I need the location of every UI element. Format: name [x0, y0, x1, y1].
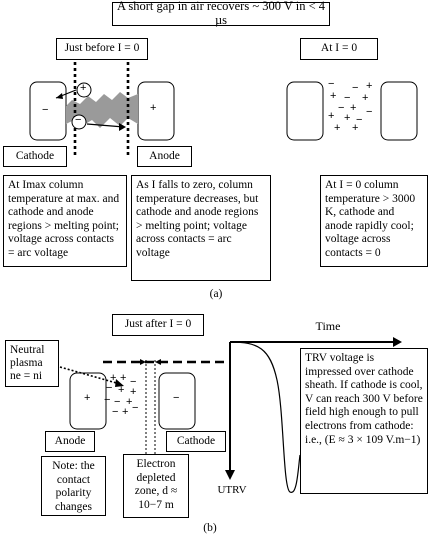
- depleted-zone-box: Electron depleted zone, d ≈ 10−7 m: [123, 454, 189, 518]
- left-contact-at-zero: [286, 81, 324, 141]
- minus-sign-cathode-a: −: [42, 104, 49, 116]
- desc-falling: As I falls to zero, column temperature d…: [131, 175, 271, 281]
- trv-note-box: TRV voltage is impressed over cathode sh…: [300, 348, 428, 494]
- utrv-label: UTRV: [217, 484, 247, 496]
- cathode-label-b: Cathode: [166, 431, 226, 452]
- caption-b: (b): [203, 522, 217, 534]
- right-contact-at-zero: [380, 81, 418, 141]
- cathode-contact-b: [158, 372, 196, 430]
- time-label: Time: [315, 319, 341, 333]
- caption-a: (a): [209, 288, 223, 300]
- label-at-zero: At I = 0: [300, 38, 378, 60]
- positive-ion: [76, 82, 92, 98]
- anode-contact-b: [69, 372, 107, 430]
- plus-sign-ion: +: [80, 82, 87, 94]
- anode-label-b: Anode: [45, 431, 95, 452]
- minus-sign-cathode-b: −: [173, 392, 180, 404]
- desc-imax: At Imax column temperature at max. and c…: [3, 175, 127, 267]
- trv-curve: [229, 341, 301, 493]
- cathode-label-a: Cathode: [3, 146, 67, 167]
- charge-cluster-plasma: + + − − + + − − + − + −: [104, 372, 139, 418]
- label-before-zero: Just before I = 0: [56, 38, 148, 60]
- anode-label-a: Anode: [137, 146, 192, 167]
- polarity-note-box: Note: the contact polarity changes: [41, 456, 106, 516]
- plus-sign-anode-b: +: [84, 392, 91, 404]
- charge-cluster-at-zero: − − + + − + − + − + + − + +: [328, 78, 373, 134]
- electron: [71, 114, 87, 130]
- title-box: A short gap in air recovers ~ 300 V in <…: [112, 0, 330, 27]
- minus-sign-electron: −: [75, 114, 82, 126]
- plus-sign-anode-a: +: [150, 102, 157, 114]
- neutral-plasma-box: Neutral plasma ne = ni: [5, 340, 59, 387]
- label-after-zero: Just after I = 0: [112, 314, 204, 336]
- desc-at-zero: At I = 0 column temperature > 3000 K, ca…: [320, 175, 428, 267]
